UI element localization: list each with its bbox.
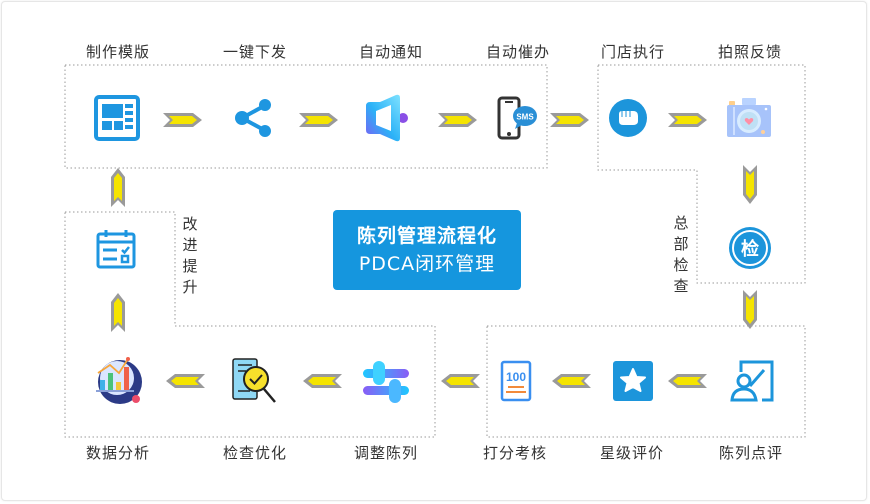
- arrow-left-icon: [166, 374, 205, 388]
- star-rating-icon: [613, 361, 653, 401]
- step-label-store-execute: 门店执行: [600, 43, 665, 61]
- score-100-icon: 100: [500, 360, 532, 402]
- step-label-display-review: 陈列点评: [718, 444, 783, 462]
- title-line-1: 陈列管理流程化: [356, 225, 497, 247]
- arrow-left-icon: [303, 374, 342, 388]
- sms-phone-icon: SMS: [497, 96, 537, 140]
- side-label-improve: 改进提升: [182, 215, 198, 296]
- arrow-right-icon: [668, 113, 707, 127]
- calendar-check-icon: [96, 230, 136, 269]
- step-label-star-rating: 星级评价: [599, 444, 664, 462]
- speaker-notify-icon: [366, 94, 408, 142]
- arrow-down-icon: [743, 290, 757, 329]
- review-board-icon: [730, 360, 774, 402]
- step-label-photo-feedback: 拍照反馈: [717, 43, 782, 61]
- arrow-right-icon: [299, 113, 338, 127]
- side-label-hq-check: 总部检查: [673, 214, 689, 295]
- inspect-badge-icon: 检: [729, 227, 771, 269]
- arrow-right-icon: [163, 113, 202, 127]
- svg-text:100: 100: [506, 370, 526, 384]
- adjust-sliders-icon: [363, 361, 409, 403]
- data-analysis-icon: [96, 357, 142, 404]
- arrow-left-icon: [668, 374, 707, 388]
- magnifier-check-icon: [232, 358, 276, 403]
- arrow-right-icon: [550, 113, 589, 127]
- step-label-make-template: 制作模版: [85, 43, 150, 61]
- step-label-adjust-display: 调整陈列: [353, 444, 418, 462]
- step-label-dispatch: 一键下发: [222, 43, 287, 61]
- step-label-auto-urge: 自动催办: [485, 43, 550, 61]
- step-label-data-analysis: 数据分析: [85, 444, 150, 462]
- step-label-auto-notify: 自动通知: [358, 43, 423, 61]
- fist-icon: [609, 99, 647, 137]
- title-box: 陈列管理流程化 PDCA闭环管理: [333, 210, 521, 290]
- arrow-up-icon: [111, 168, 125, 207]
- step-label-check-optimize: 检查优化: [222, 444, 287, 462]
- arrow-down-icon: [743, 165, 757, 204]
- step-label-score-assess: 打分考核: [482, 444, 547, 462]
- arrow-left-icon: [441, 374, 480, 388]
- template-layout-icon: [94, 95, 140, 141]
- arrow-up-icon: [111, 293, 125, 332]
- inspect-badge-text: 检: [741, 238, 759, 260]
- arrow-left-icon: [552, 374, 591, 388]
- svg-text:SMS: SMS: [516, 113, 534, 122]
- camera-icon: [727, 98, 771, 137]
- title-line-2: PDCA闭环管理: [358, 253, 496, 275]
- arrow-right-icon: [438, 113, 477, 127]
- share-icon: [235, 99, 271, 137]
